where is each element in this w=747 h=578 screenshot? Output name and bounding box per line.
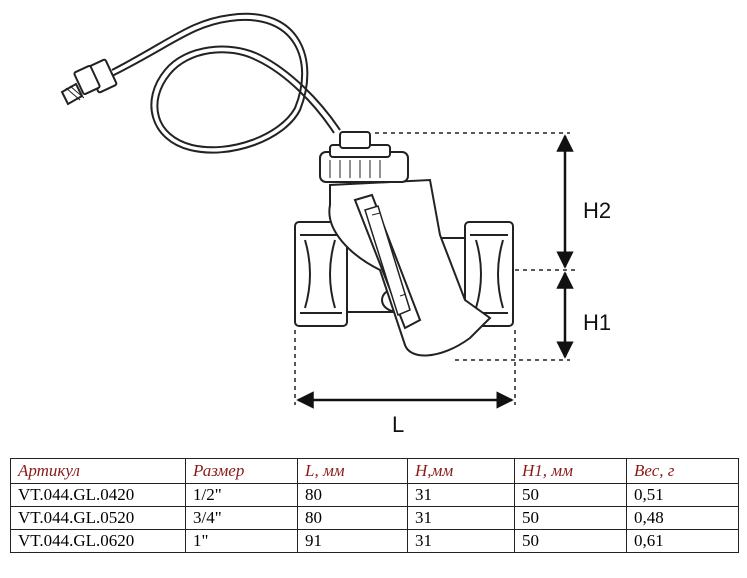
valve-drawing: H2 H1 L <box>60 12 611 437</box>
cell-article: VT.044.GL.0620 <box>10 529 186 553</box>
cell-h: 31 <box>407 483 515 507</box>
spec-table: Артикул Размер L, мм H,мм H1, мм Вес, г … <box>10 458 739 553</box>
cell-l: 80 <box>297 483 408 507</box>
cell-h1: 50 <box>514 529 627 553</box>
cell-size: 1/2" <box>185 483 298 507</box>
table-row: VT.044.GL.0520 3/4" 80 31 50 0,48 <box>10 506 739 530</box>
capillary-nut <box>60 58 118 106</box>
cell-l: 91 <box>297 529 408 553</box>
cell-article: VT.044.GL.0420 <box>10 483 186 507</box>
h1-label: H1 <box>583 310 611 335</box>
cell-h: 31 <box>407 506 515 530</box>
cell-article: VT.044.GL.0520 <box>10 506 186 530</box>
valve-body <box>294 178 514 357</box>
spec-table-header: Артикул Размер L, мм H,мм H1, мм Вес, г <box>10 458 739 484</box>
cell-weight: 0,48 <box>626 506 739 530</box>
l-label: L <box>392 412 404 437</box>
table-row: VT.044.GL.0420 1/2" 80 31 50 0,51 <box>10 483 739 507</box>
header-l: L, мм <box>297 458 408 484</box>
dimension-extension-lines <box>294 132 575 405</box>
cell-weight: 0,51 <box>626 483 739 507</box>
cell-h: 31 <box>407 529 515 553</box>
cell-h1: 50 <box>514 506 627 530</box>
header-weight: Вес, г <box>626 458 739 484</box>
capillary-tube <box>111 12 341 154</box>
cell-size: 1" <box>185 529 298 553</box>
cell-h1: 50 <box>514 483 627 507</box>
header-size: Размер <box>185 458 298 484</box>
cell-weight: 0,61 <box>626 529 739 553</box>
dimension-arrows <box>296 134 574 409</box>
header-h1: H1, мм <box>514 458 627 484</box>
cell-size: 3/4" <box>185 506 298 530</box>
h2-label: H2 <box>583 198 611 223</box>
cell-l: 80 <box>297 506 408 530</box>
thermostatic-head <box>319 131 409 183</box>
table-row: VT.044.GL.0620 1" 91 31 50 0,61 <box>10 529 739 553</box>
header-article: Артикул <box>10 458 186 484</box>
header-h: H,мм <box>407 458 515 484</box>
